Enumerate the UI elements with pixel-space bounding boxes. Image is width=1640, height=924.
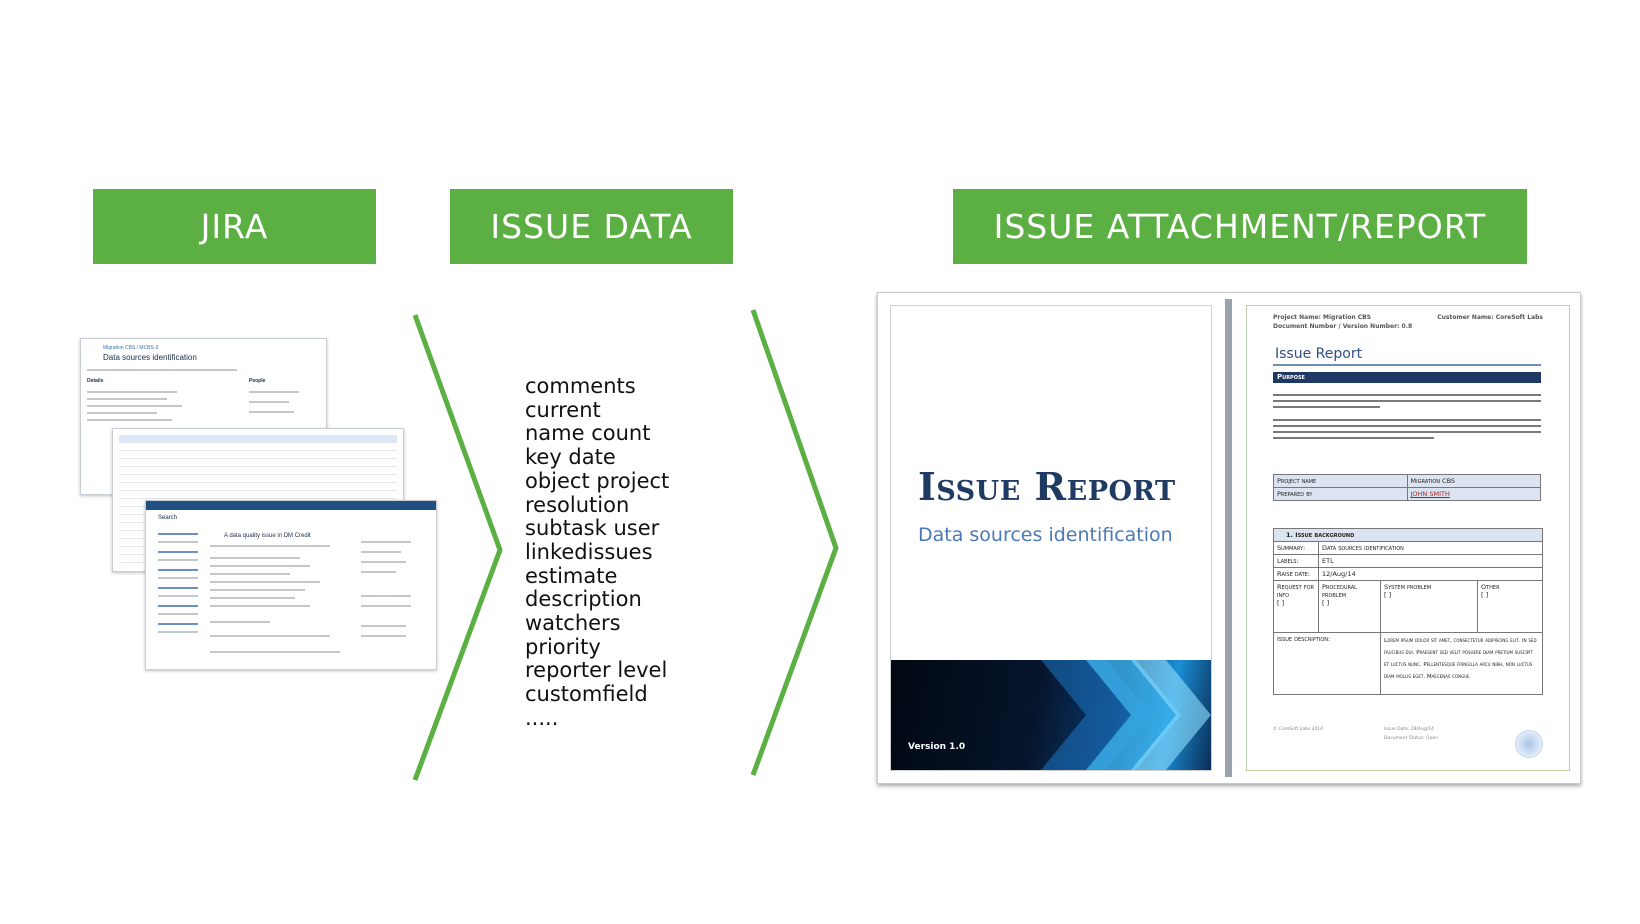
purpose-paragraph: [1273, 394, 1541, 412]
issue-background-table: 1. Issue background Summary: Data source…: [1273, 528, 1543, 695]
report-cover-title: Issue Report: [918, 464, 1176, 509]
procedural-label: Procedural problem: [1322, 583, 1357, 599]
report-header-customer: Customer Name: CoreSoft Labs: [1437, 314, 1543, 321]
report-footer-status: Document Status: Open: [1384, 736, 1439, 741]
chevron-arrow-1: [412, 314, 503, 781]
report-version: Version 1.0: [908, 742, 966, 752]
company-seal-icon: [1515, 730, 1543, 758]
other-checkbox[interactable]: [ ]: [1481, 591, 1489, 599]
report-footer-date: Issue Date: 28/Aug/14: [1384, 727, 1435, 732]
report-header-docnum: Document Number / Version Number: 0.8: [1273, 323, 1413, 330]
summary-value: Data sources identification: [1318, 541, 1543, 555]
jira-search-screenshot: Search A data quality issue in DM Credit: [145, 500, 437, 670]
other-label: Other: [1481, 583, 1500, 591]
description-label: Issue description:: [1273, 632, 1381, 695]
issue-data-banner-label: ISSUE DATA: [490, 207, 693, 246]
project-name-value: Migration CBS: [1406, 474, 1541, 488]
field-item: linkedissues: [525, 539, 653, 564]
cover-chevron-graphic: [1041, 660, 1211, 770]
field-item: priority: [525, 634, 601, 659]
field-item: resolution: [525, 492, 630, 517]
prepared-by-label: Prepared by: [1273, 487, 1408, 501]
issue-attachment-banner: ISSUE ATTACHMENT/REPORT: [953, 189, 1527, 264]
background-heading: 1. Issue background: [1273, 528, 1543, 542]
issue-attachment-banner-label: ISSUE ATTACHMENT/REPORT: [993, 207, 1487, 246]
labels-value: ETL: [1318, 554, 1543, 568]
report-page-title: Issue Report: [1275, 346, 1363, 362]
report-footer-copyright: © CoreSoft Labs 2014: [1273, 727, 1324, 732]
jira-breadcrumb: Migration CBS / MCBS-3: [103, 345, 159, 351]
field-item: watchers: [525, 611, 621, 636]
cover-abstract-image: Version 1.0: [891, 660, 1211, 770]
labels-label: Labels:: [1273, 554, 1319, 568]
prepared-by-value: JOHN SMITH: [1406, 487, 1541, 501]
field-item: object project: [525, 468, 670, 493]
project-name-label: Project name: [1273, 474, 1408, 488]
summary-label: Summary:: [1273, 541, 1319, 555]
jira-banner: JIRA: [93, 189, 376, 264]
description-value: Lorem ipsum dolor sit amet, consectetur …: [1380, 632, 1543, 695]
field-item: customfield: [525, 682, 648, 707]
request-checkbox[interactable]: [ ]: [1277, 599, 1285, 607]
report-cover-subtitle: Data sources identification: [918, 524, 1173, 546]
purpose-heading: Purpose: [1273, 372, 1541, 383]
report-inner-page: Project Name: Migration CBS Document Num…: [1246, 305, 1570, 771]
issue-report-document: Issue Report Data sources identification…: [877, 292, 1581, 784]
system-checkbox[interactable]: [ ]: [1384, 591, 1392, 599]
raise-date-value: 12/Aug/14: [1318, 567, 1543, 581]
purpose-paragraph-2: [1273, 419, 1541, 443]
raise-date-label: Raise date:: [1273, 567, 1319, 581]
field-item: reporter level: [525, 658, 668, 683]
jira-details-label: Details: [87, 378, 104, 384]
field-item: description: [525, 587, 642, 612]
report-header-project: Project Name: Migration CBS: [1273, 314, 1372, 321]
system-label: System problem: [1384, 583, 1432, 591]
jira-issue-title-2: A data quality issue in DM Credit: [224, 533, 311, 539]
procedural-checkbox[interactable]: [ ]: [1322, 599, 1330, 607]
jira-search-label: Search: [158, 515, 178, 521]
field-item: key date: [525, 445, 616, 470]
report-cover-page: Issue Report Data sources identification…: [890, 305, 1212, 771]
jira-issue-title: Data sources identification: [103, 353, 197, 362]
chevron-arrow-2: [750, 309, 839, 776]
jira-banner-label: JIRA: [200, 207, 269, 246]
field-item: estimate: [525, 563, 618, 588]
report-title-rule: [1273, 364, 1541, 366]
project-info-table: Project name Migration CBS Prepared by J…: [1273, 474, 1541, 501]
document-spine: [1225, 299, 1232, 777]
request-label: Request for info: [1277, 583, 1315, 599]
field-item: subtask user: [525, 516, 660, 541]
issue-data-banner: ISSUE DATA: [450, 189, 733, 264]
field-item: .....: [525, 705, 559, 730]
field-item: name count: [525, 421, 651, 446]
field-item: current: [525, 397, 601, 422]
jira-people-label: People: [249, 378, 266, 384]
field-item: comments: [525, 374, 636, 398]
